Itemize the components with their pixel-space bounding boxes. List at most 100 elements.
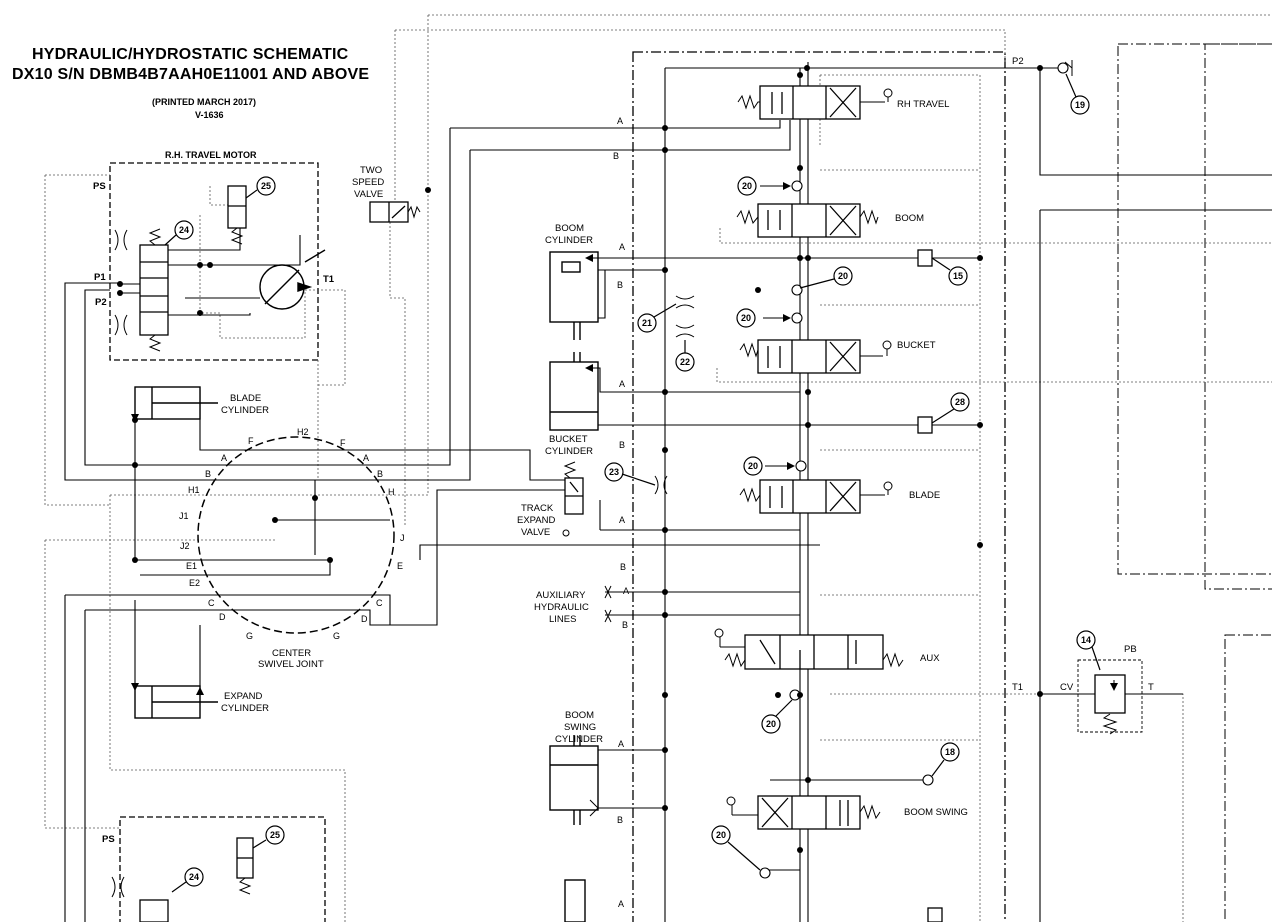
label-cylinder: CYLINDER (555, 734, 603, 745)
label-aux-valve: AUX (920, 653, 940, 664)
label-boom-valve: BOOM (895, 213, 924, 224)
swivel-port-d: D (361, 614, 368, 624)
callout-18: 18 (945, 747, 955, 757)
label-center: CENTER (272, 648, 311, 659)
callout-25: 25 (261, 181, 271, 191)
label-valve: VALVE (354, 189, 383, 200)
label-lines: LINES (549, 614, 576, 625)
port-letters: A B A B A B A B A B A B A F F H2 A A B B… (179, 116, 629, 909)
label-boom: BOOM (555, 223, 584, 234)
callout-20: 20 (748, 461, 758, 471)
label-cylinder: CYLINDER (545, 235, 593, 246)
valve-springs (148, 94, 1118, 895)
flow-arrows (131, 182, 1118, 695)
label-rh-travel: RH TRAVEL (897, 99, 949, 110)
callout-15: 15 (953, 271, 963, 281)
swivel-port-a: A (221, 453, 227, 463)
port-a: A (619, 515, 625, 525)
label-cylinder: CYLINDER (221, 703, 269, 714)
label-p2: P2 (95, 297, 107, 308)
orifices (111, 229, 695, 898)
pilot-lines (44, 14, 1272, 922)
port-b: B (613, 151, 619, 161)
schematic-title-line1: HYDRAULIC/HYDROSTATIC SCHEMATIC (32, 46, 349, 63)
port-a: A (623, 586, 629, 596)
label-p1: P1 (94, 272, 106, 283)
callout-14: 14 (1081, 635, 1091, 645)
label-boom: BOOM (565, 710, 594, 721)
label-ps: PS (102, 834, 115, 845)
swivel-port-j: J (400, 533, 405, 543)
swivel-port-h: H (388, 487, 395, 497)
label-hydraulic: HYDRAULIC (534, 602, 589, 613)
callout-25: 25 (270, 830, 280, 840)
label-swing: SWING (564, 722, 596, 733)
port-a: A (618, 739, 624, 749)
schematic-title-line2: DX10 S/N DBMB4B7AAH0E11001 AND ABOVE (12, 66, 370, 83)
callout-22: 22 (680, 357, 690, 367)
doc-code: V-1636 (195, 110, 224, 120)
label-t: T (1148, 682, 1154, 693)
manual-levers (562, 60, 1073, 816)
swivel-port-b: B (377, 469, 383, 479)
directional-valves (139, 85, 1143, 922)
label-t1: T1 (323, 274, 335, 285)
label-blade-valve: BLADE (909, 490, 940, 501)
port-b: B (617, 280, 623, 290)
swivel-port-f: F (340, 438, 346, 448)
callout-28: 28 (955, 397, 965, 407)
swivel-port-c: C (208, 598, 215, 608)
swivel-port-h1: H1 (188, 485, 200, 495)
label-two: TWO (360, 165, 382, 176)
center-swivel-joint (197, 436, 395, 634)
label-ps: PS (93, 181, 106, 192)
callout-20: 20 (716, 830, 726, 840)
callout-20: 20 (838, 271, 848, 281)
swivel-port-a: A (363, 453, 369, 463)
printed-date: (PRINTED MARCH 2017) (152, 97, 257, 107)
swivel-port-e: E (397, 561, 403, 571)
port-a: A (619, 379, 625, 389)
label-cv: CV (1060, 682, 1074, 693)
swivel-port-g: G (246, 631, 253, 641)
callout-24: 24 (189, 872, 199, 882)
valve-bank-outline (632, 43, 1272, 922)
callout-24: 24 (179, 225, 189, 235)
callout-numbers: 14 15 18 19 20 20 20 20 20 20 21 22 23 2… (179, 100, 1091, 882)
label-cylinder: CYLINDER (545, 446, 593, 457)
label-auxiliary: AUXILIARY (536, 590, 586, 601)
cylinders (134, 251, 599, 922)
port-b: B (619, 440, 625, 450)
callout-20: 20 (741, 313, 751, 323)
port-a: A (618, 899, 624, 909)
junction-dots (117, 65, 1043, 853)
label-blade: BLADE (230, 393, 261, 404)
callout-23: 23 (609, 467, 619, 477)
callout-balloons (164, 73, 1101, 893)
swivel-port-h2: H2 (297, 427, 309, 437)
label-valve: VALVE (521, 527, 550, 538)
callout-20: 20 (742, 181, 752, 191)
label-rh-travel-motor: R.H. TRAVEL MOTOR (165, 150, 257, 160)
port-a: A (617, 116, 623, 126)
swivel-port-d: D (219, 612, 226, 622)
swivel-port-e1: E1 (186, 561, 197, 571)
swivel-port-b: B (205, 469, 211, 479)
label-swivel-joint: SWIVEL JOINT (258, 659, 324, 670)
label-bucket: BUCKET (549, 434, 588, 445)
swivel-port-f: F (248, 436, 254, 446)
label-t1-right: T1 (1012, 682, 1023, 693)
label-p2-right: P2 (1012, 56, 1024, 67)
port-b: B (617, 815, 623, 825)
swivel-port-c: C (376, 598, 383, 608)
label-pb: PB (1124, 644, 1137, 655)
label-speed: SPEED (352, 177, 384, 188)
travel-motor-symbol (259, 249, 326, 310)
travel-motor-outline (109, 162, 326, 922)
port-b: B (620, 562, 626, 572)
label-cylinder: CYLINDER (221, 405, 269, 416)
label-expand: EXPAND (224, 691, 263, 702)
swivel-port-j2: J2 (180, 541, 190, 551)
